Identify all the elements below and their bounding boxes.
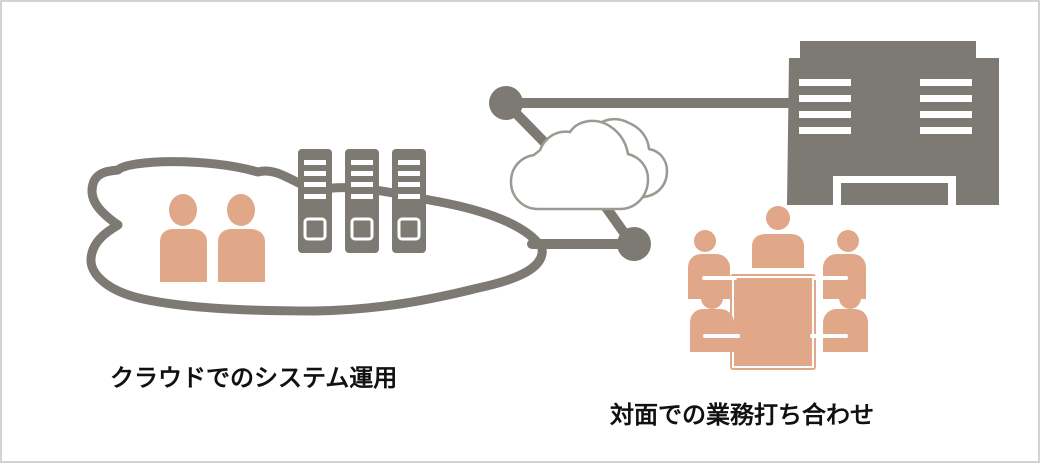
server-rack-icon: [392, 149, 426, 253]
server-rack-icon: [298, 149, 332, 253]
person-icon: [218, 194, 265, 282]
small-cloud-icon: [509, 119, 650, 211]
server-rack-icon: [345, 149, 379, 253]
office-building-icon: [787, 41, 999, 205]
meeting-table-icon: [688, 206, 868, 370]
cloud-operation-label: クラウドでのシステム運用: [110, 364, 398, 392]
face-to-face-meeting-label: 対面での業務打ち合わせ: [610, 401, 874, 429]
person-icon: [160, 194, 207, 282]
connector-dot-icon: [617, 227, 651, 261]
connector-dot-icon: [489, 86, 523, 120]
